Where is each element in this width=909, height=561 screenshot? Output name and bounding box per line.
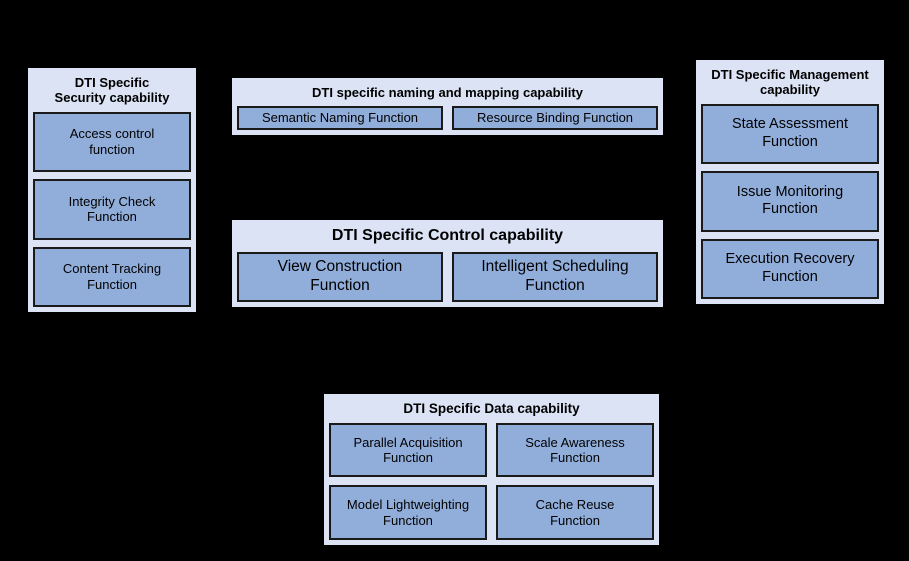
capability-box-management: DTI Specific Management capability State… [694, 58, 886, 306]
function-row-control: View Construction Function Intelligent S… [237, 251, 658, 302]
function-box-semantic-naming: Semantic Naming Function [237, 106, 443, 130]
capability-title-security: DTI Specific Security capability [54, 75, 170, 106]
function-box-scale-awareness: Scale Awareness Function [496, 422, 654, 478]
function-row-data-top: Parallel Acquisition Function Scale Awar… [329, 422, 654, 478]
function-grid-data: Parallel Acquisition Function Scale Awar… [329, 422, 654, 541]
capability-title-management: DTI Specific Management capability [711, 67, 869, 98]
function-box-issue-monitoring: Issue Monitoring Function [701, 171, 879, 232]
capability-title-naming-and-mapping: DTI specific naming and mapping capabili… [312, 85, 583, 100]
capability-box-data: DTI Specific Data capability Parallel Ac… [322, 392, 661, 547]
function-box-execution-recovery: Execution Recovery Function [701, 238, 879, 300]
function-box-model-lightweighting: Model Lightweighting Function [329, 485, 487, 541]
function-box-parallel-acquisition: Parallel Acquisition Function [329, 422, 487, 478]
function-box-content-tracking: Content Tracking Function [33, 246, 191, 308]
function-box-state-assessment: State Assessment Function [701, 103, 879, 165]
capability-box-security: DTI Specific Security capability Access … [26, 66, 198, 314]
function-stack-management: State Assessment Function Issue Monitori… [701, 103, 879, 300]
function-box-cache-reuse: Cache Reuse Function [496, 485, 654, 541]
function-box-intelligent-scheduling: Intelligent Scheduling Function [452, 251, 658, 302]
function-row-naming-and-mapping: Semantic Naming Function Resource Bindin… [237, 106, 658, 130]
function-row-data-bottom: Model Lightweighting Function Cache Reus… [329, 485, 654, 541]
function-stack-security: Access control function Integrity Check … [33, 111, 191, 308]
function-box-resource-binding: Resource Binding Function [452, 106, 658, 130]
function-box-access-control: Access control function [33, 111, 191, 173]
function-box-view-construction: View Construction Function [237, 251, 443, 302]
capability-title-control: DTI Specific Control capability [331, 227, 564, 244]
capability-box-naming-and-mapping: DTI specific naming and mapping capabili… [230, 76, 665, 137]
capability-title-data: DTI Specific Data capability [403, 401, 580, 416]
capability-box-control: DTI Specific Control capability View Con… [230, 218, 665, 309]
function-box-integrity-check: Integrity Check Function [33, 179, 191, 240]
